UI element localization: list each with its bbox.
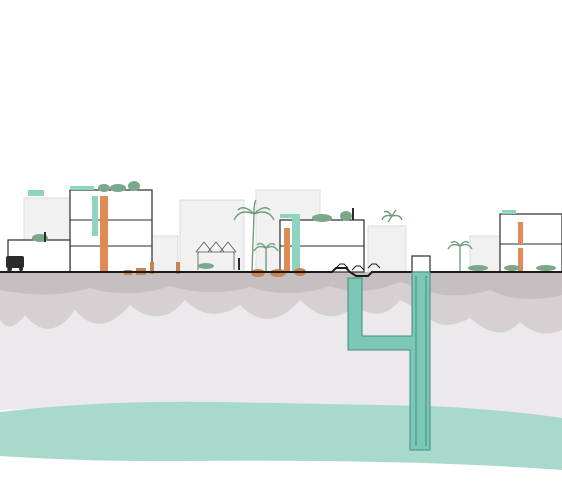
mint-roof [70, 186, 94, 190]
rust-panel [518, 222, 523, 244]
palm-tree-icon [447, 240, 473, 272]
bg-building [149, 235, 179, 273]
car-icon [6, 256, 24, 271]
channel-outline [347, 271, 431, 451]
person-icon [44, 208, 354, 270]
mint-roof [28, 190, 44, 196]
pergola-icon [195, 241, 237, 270]
bg-building [367, 225, 407, 273]
aquifer-body [0, 401, 562, 470]
building-center [279, 214, 365, 273]
rust-panel [518, 248, 523, 272]
rooftop-plants-icon [32, 181, 556, 271]
building-left [69, 186, 153, 273]
well-tower [411, 255, 431, 273]
stair-core [292, 214, 300, 272]
palm-tree-icon [233, 199, 275, 273]
rust-panel [100, 196, 108, 272]
channel-water [348, 272, 430, 450]
entry-steps [335, 263, 381, 271]
mint-roof [502, 210, 516, 214]
palm-tree-icon [253, 242, 279, 272]
bg-building [179, 199, 245, 273]
pergola [195, 241, 237, 270]
building-right [499, 210, 562, 273]
rust-panel [284, 228, 290, 272]
building-body [499, 213, 562, 273]
mint-roof [280, 214, 300, 218]
stair-core [92, 196, 98, 236]
palm-tree-icon [381, 209, 403, 223]
building-body [69, 189, 153, 273]
ground-line [0, 267, 562, 277]
stepwell-channel [347, 271, 431, 451]
